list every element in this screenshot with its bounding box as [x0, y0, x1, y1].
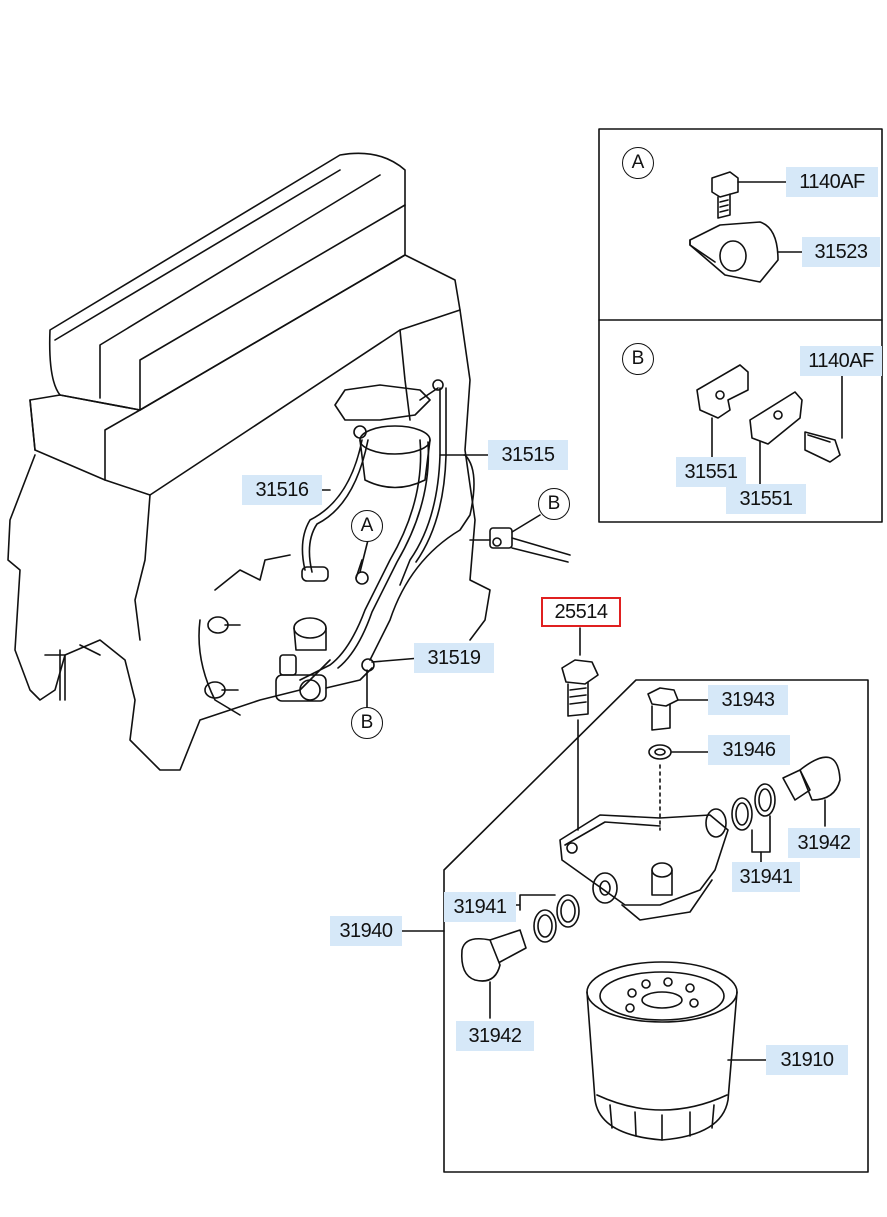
- part-label-31941-b[interactable]: 31941: [444, 892, 516, 922]
- ref-a-callout: A: [351, 510, 383, 542]
- part-label-31523[interactable]: 31523: [802, 237, 880, 267]
- part-label-25514-highlighted[interactable]: 25514: [541, 597, 621, 627]
- ref-b-top-callout: B: [538, 488, 570, 520]
- part-label-31942-a[interactable]: 31942: [788, 828, 860, 858]
- part-label-31941-a[interactable]: 31941: [732, 862, 800, 892]
- part-label-31551-b[interactable]: 31551: [726, 484, 806, 514]
- part-label-31940[interactable]: 31940: [330, 916, 402, 946]
- part-label-31942-b[interactable]: 31942: [456, 1021, 534, 1051]
- part-label-31946[interactable]: 31946: [708, 735, 790, 765]
- part-label-31519[interactable]: 31519: [414, 643, 494, 673]
- filter-assembly-frame: [443, 679, 869, 1173]
- detail-b-parts: [696, 364, 843, 486]
- detail-box: [598, 128, 883, 523]
- part-label-1140af-a[interactable]: 1140AF: [786, 167, 878, 197]
- part-label-31516[interactable]: 31516: [242, 475, 322, 505]
- detail-b-callout: B: [622, 343, 654, 375]
- engine-block: [7, 152, 571, 771]
- part-label-31515[interactable]: 31515: [488, 440, 568, 470]
- part-label-1140af-b[interactable]: 1140AF: [800, 346, 882, 376]
- ref-b-bottom-callout: B: [351, 707, 383, 739]
- detail-a-callout: A: [622, 147, 654, 179]
- filter-assembly-parts: [399, 627, 841, 1141]
- part-label-31551-a[interactable]: 31551: [676, 457, 746, 487]
- part-label-31943[interactable]: 31943: [708, 685, 788, 715]
- detail-a-parts: [689, 171, 809, 283]
- part-label-31910[interactable]: 31910: [766, 1045, 848, 1075]
